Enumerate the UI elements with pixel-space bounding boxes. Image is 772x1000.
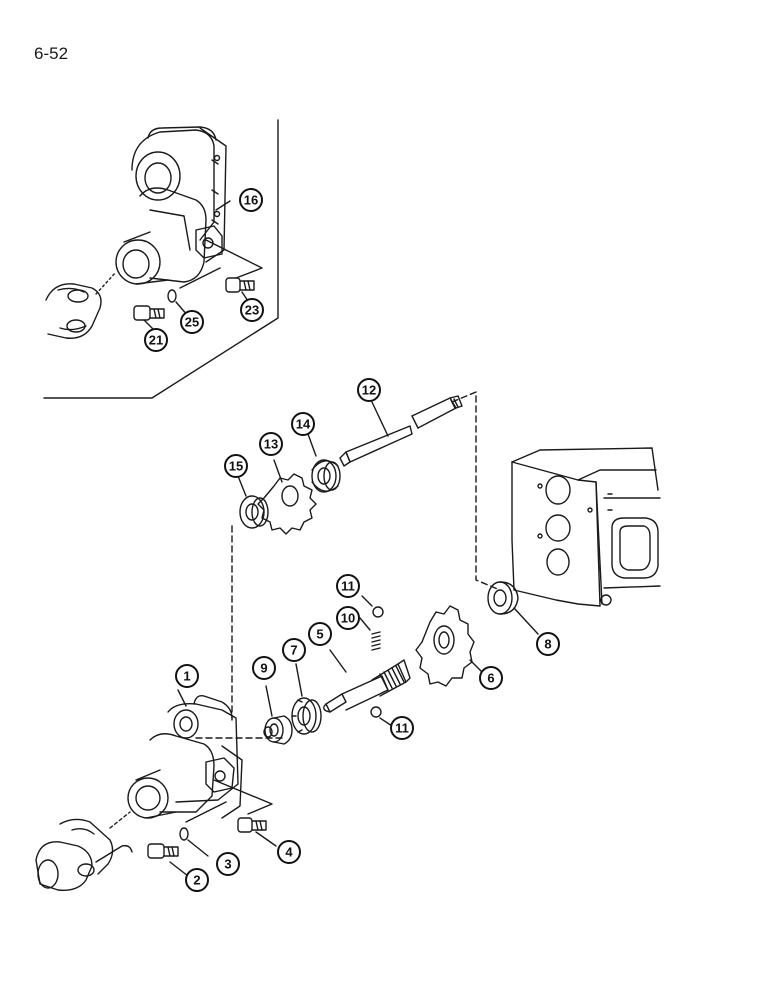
inset-bolt-21 bbox=[133, 305, 165, 333]
callout-15: 15 bbox=[229, 459, 243, 474]
callout-21: 21 bbox=[149, 333, 163, 348]
callout-circle-11a bbox=[336, 574, 360, 598]
callout-1: 1 bbox=[183, 669, 190, 684]
spring-10 bbox=[359, 617, 381, 651]
bearing-8 bbox=[487, 581, 539, 635]
callout-circle-12 bbox=[357, 378, 381, 402]
seal-9 bbox=[263, 685, 293, 745]
gear-6 bbox=[415, 605, 485, 687]
washer-3 bbox=[179, 827, 209, 857]
callout-14: 14 bbox=[296, 417, 311, 432]
callout-10: 10 bbox=[341, 611, 355, 626]
callout-9: 9 bbox=[260, 661, 267, 676]
page-number: 6-52 bbox=[34, 44, 69, 63]
callout-6: 6 bbox=[487, 671, 494, 686]
callout-circle-2 bbox=[185, 868, 209, 892]
callout-4: 4 bbox=[285, 845, 293, 860]
callout-circle-5 bbox=[308, 622, 332, 646]
callout-3: 3 bbox=[224, 857, 231, 872]
callout-circle-1 bbox=[175, 664, 199, 688]
gear-13 bbox=[257, 459, 317, 535]
callout-circle-11b bbox=[390, 716, 414, 740]
callout-circle-8 bbox=[536, 632, 560, 656]
callout-16: 16 bbox=[244, 193, 258, 208]
callout-23: 23 bbox=[245, 303, 259, 318]
callout-2: 2 bbox=[193, 873, 200, 888]
callout-12: 12 bbox=[362, 383, 376, 398]
pump-housing-1 bbox=[127, 689, 273, 823]
callout-circle-16 bbox=[239, 188, 263, 212]
assembly-lines bbox=[195, 391, 501, 739]
shaft-12 bbox=[339, 395, 463, 467]
callout-circle-4 bbox=[277, 840, 301, 864]
callout-5: 5 bbox=[316, 627, 323, 642]
callout-13: 13 bbox=[264, 437, 278, 452]
bolt-4 bbox=[237, 817, 277, 847]
callout-8: 8 bbox=[544, 637, 551, 652]
bolt-2 bbox=[147, 843, 189, 877]
shaft-5 bbox=[323, 649, 411, 713]
transmission-case bbox=[511, 447, 661, 607]
callout-11-upper: 11 bbox=[341, 579, 355, 594]
callout-25: 25 bbox=[185, 315, 199, 330]
callout-circle-7 bbox=[282, 638, 306, 662]
bearing-15 bbox=[237, 475, 269, 529]
callout-circle-23 bbox=[240, 298, 264, 322]
callout-11-lower: 11 bbox=[395, 721, 409, 736]
inset-frame bbox=[43, 119, 279, 399]
callout-circle-21 bbox=[144, 328, 168, 352]
ball-11-upper bbox=[361, 595, 384, 618]
callout-7: 7 bbox=[290, 643, 297, 658]
inset-washer-25 bbox=[167, 289, 189, 317]
universal-joint bbox=[35, 811, 133, 891]
bearing-7 bbox=[291, 663, 322, 735]
callout-circle-3 bbox=[216, 852, 240, 876]
callout-circle-14 bbox=[291, 412, 315, 436]
callout-circle-25 bbox=[180, 310, 204, 334]
inset-pump-housing bbox=[45, 126, 263, 339]
ball-11-lower bbox=[370, 706, 393, 727]
callout-circle-10 bbox=[336, 606, 360, 630]
callout-circle-13 bbox=[259, 432, 283, 456]
callout-circle-15 bbox=[224, 454, 248, 478]
callout-circle-6 bbox=[479, 666, 503, 690]
callout-circle-9 bbox=[252, 656, 276, 680]
bearing-14 bbox=[307, 433, 341, 493]
